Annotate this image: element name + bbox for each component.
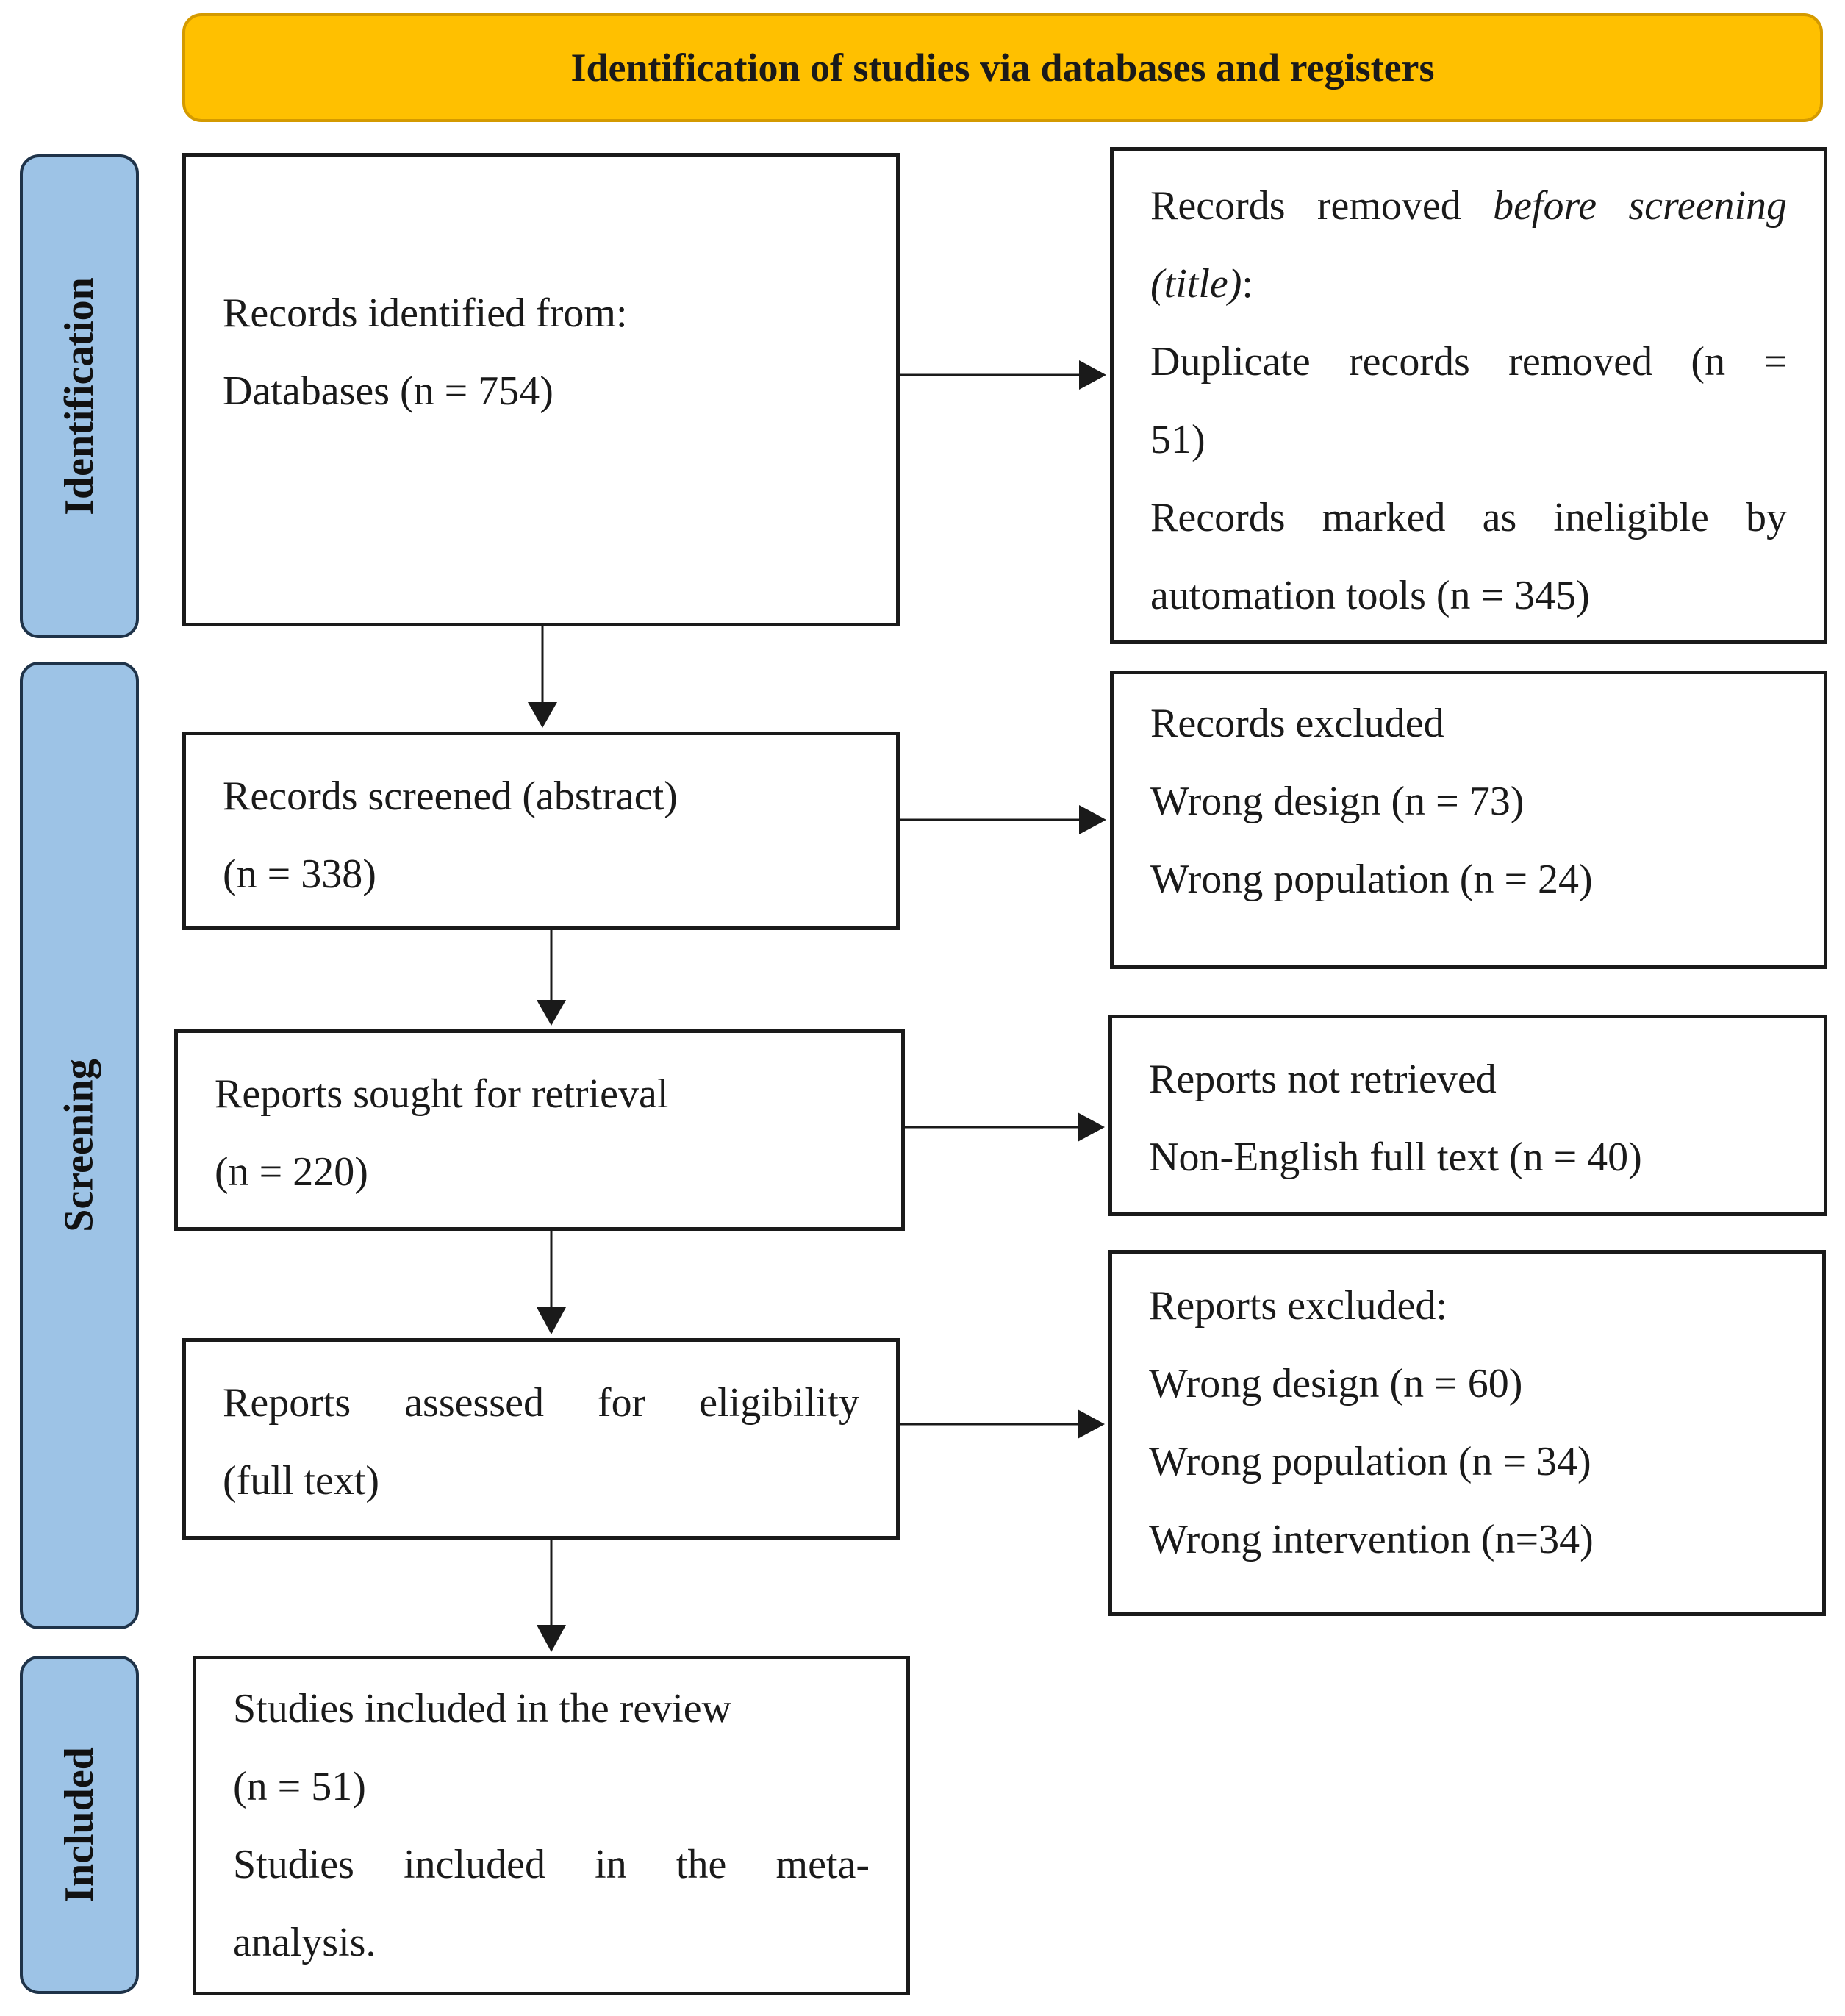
box-records-identified: Records identified from: Databases (n = … [182, 153, 900, 626]
arrow-right-sought-to-not-retrieved [905, 1112, 1105, 1142]
stage-included: Included [20, 1656, 139, 1994]
box-text-line: Wrong intervention (n=34) [1149, 1517, 1594, 1562]
arrow-down-sought-to-assessed [537, 1231, 566, 1334]
box-text-line: (full text) [223, 1458, 380, 1504]
box-text-line: Duplicate records removed (n = [1150, 339, 1787, 385]
box-reports-excluded: Reports excluded: Wrong design (n = 60) … [1108, 1250, 1826, 1616]
arrow-down-identified-to-screened [528, 626, 557, 728]
box-text-line: Reports assessed for eligibility [223, 1380, 859, 1426]
box-text-line: (title): [1150, 245, 1787, 323]
box-text-line: Records marked as ineligible by [1150, 495, 1787, 540]
box-text-line: Reports excluded: [1149, 1283, 1447, 1329]
box-text-line: (n = 338) [223, 851, 376, 897]
box-text-line: Wrong population (n = 34) [1149, 1439, 1591, 1484]
box-text-line: Reports sought for retrieval [215, 1071, 669, 1117]
arrow-down-screened-to-sought [537, 930, 566, 1026]
box-text-line: 51) [1150, 417, 1205, 462]
box-records-excluded: Records excluded Wrong design (n = 73) W… [1110, 671, 1827, 969]
arrow-down-assessed-to-included [537, 1540, 566, 1652]
box-text-line: Wrong population (n = 24) [1150, 857, 1593, 902]
box-reports-sought: Reports sought for retrieval (n = 220) [174, 1029, 905, 1231]
box-text-line: Records identified from: [223, 290, 628, 336]
header-title: Identification of studies via databases … [570, 46, 1435, 90]
box-text-line: analysis. [233, 1920, 376, 1965]
arrow-right-screened-to-excluded [900, 805, 1106, 834]
box-text-line: Records excluded [1150, 701, 1444, 746]
stage-identification: Identification [20, 154, 139, 638]
arrow-right-assessed-to-excluded [900, 1409, 1105, 1439]
box-text-line: Reports not retrieved [1149, 1057, 1497, 1102]
box-text-fragment: before screening [1493, 183, 1788, 229]
box-text-line: Records screened (abstract) [223, 773, 678, 819]
box-text-line: Non-English full text (n = 40) [1149, 1134, 1642, 1180]
box-records-screened: Records screened (abstract) (n = 338) [182, 732, 900, 930]
arrow-right-identified-to-removed [900, 360, 1106, 390]
box-text-fragment: (title) [1150, 261, 1242, 307]
box-studies-included: Studies included in the review (n = 51) … [193, 1656, 910, 1995]
box-text-line: Wrong design (n = 60) [1149, 1361, 1523, 1406]
box-text-fragment: : [1242, 261, 1253, 307]
box-reports-not-retrieved: Reports not retrieved Non-English full t… [1108, 1015, 1827, 1216]
header-banner: Identification of studies via databases … [182, 13, 1823, 122]
box-text-line: automation tools (n = 345) [1150, 573, 1590, 618]
box-text-line: Wrong design (n = 73) [1150, 779, 1525, 824]
box-text-line: Studies included in the review [233, 1686, 732, 1731]
box-text-line: (n = 220) [215, 1149, 368, 1195]
stage-screening: Screening [20, 662, 139, 1629]
box-records-removed: Records removed before screening (title)… [1110, 147, 1827, 644]
box-text-fragment: Records removed [1150, 183, 1461, 229]
box-text-line: Databases (n = 754) [223, 368, 554, 414]
box-text-line: Records removed before screening [1150, 167, 1787, 245]
box-text-line: (n = 51) [233, 1764, 366, 1809]
box-text-line: Studies included in the meta- [233, 1842, 870, 1887]
box-reports-assessed: Reports assessed for eligibility (full t… [182, 1338, 900, 1540]
